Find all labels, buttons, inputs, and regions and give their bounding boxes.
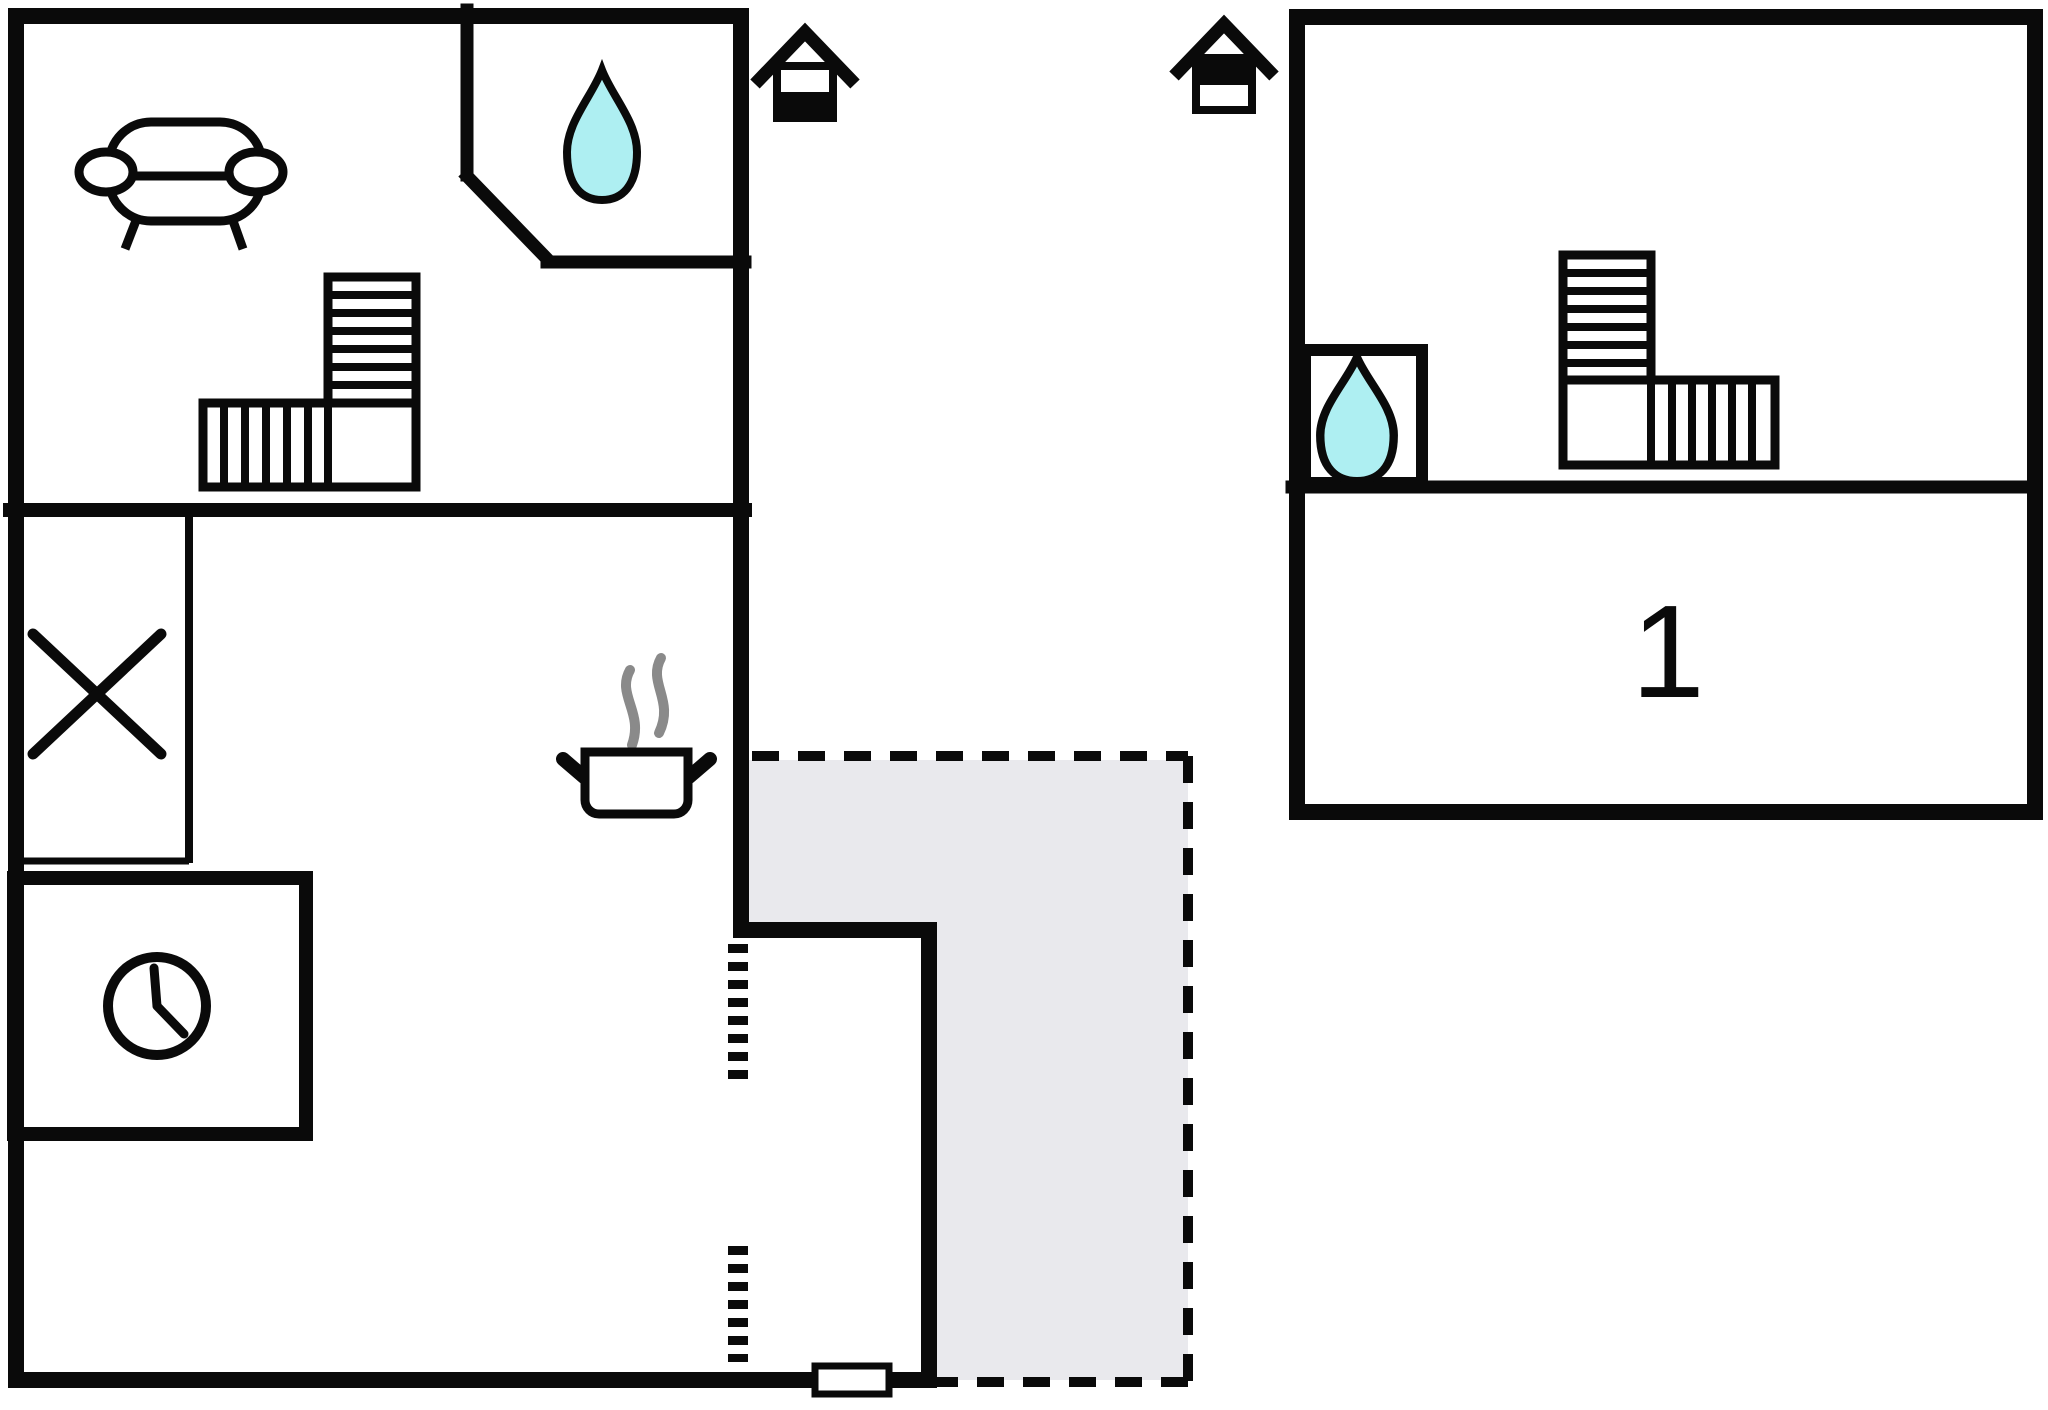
staircase-icon-ground-floor <box>198 272 421 492</box>
ground-floor-outline <box>8 8 937 1388</box>
wall-bathroom-diagonal <box>458 167 557 269</box>
first-floor-indicator-icon <box>1169 14 1279 114</box>
first-floor: 1 <box>1285 9 2043 820</box>
stairs-vertical-treads <box>328 291 416 389</box>
wall-clock-room <box>7 871 313 1141</box>
house-roof <box>1169 14 1279 81</box>
water-drop-icon-first-floor <box>1316 346 1398 485</box>
water-drop-shape <box>1316 346 1398 485</box>
ground-floor-interior-walls <box>3 3 752 1141</box>
x-marker-icon <box>27 628 167 760</box>
sofa-armrest-right <box>224 147 288 197</box>
ground-floor <box>3 3 937 1398</box>
water-drop-icon-ground-floor <box>562 58 642 205</box>
house-roof <box>750 22 860 89</box>
stairs-horizontal-treads <box>220 403 332 487</box>
cooking-pot-icon <box>556 653 717 819</box>
terrace <box>748 751 1193 1387</box>
steam-wave-right <box>651 653 670 738</box>
house-upper-half-filled <box>1196 58 1252 85</box>
water-drop-shape <box>562 58 642 205</box>
stairs-horizontal-treads <box>1647 380 1756 465</box>
house-lower-half-filled <box>774 92 836 121</box>
room-1-label: 1 <box>1631 578 1704 725</box>
sofa-leg-left <box>120 216 142 251</box>
terrace-fill-right-column <box>929 760 1188 1380</box>
clock-icon <box>103 952 211 1060</box>
sofa-armrest-left <box>74 147 138 197</box>
sofa-icon <box>74 117 288 251</box>
clock-hand-hour <box>152 1001 189 1039</box>
stairs-vertical-treads <box>1563 269 1651 367</box>
steam-wave-left <box>621 665 641 750</box>
clock-hand-minute <box>149 963 162 1011</box>
staircase-icon-first-floor <box>1558 250 1780 470</box>
ground-floor-indicator-icon <box>750 22 860 122</box>
door-marker <box>811 1362 893 1398</box>
pot-body <box>580 747 693 819</box>
